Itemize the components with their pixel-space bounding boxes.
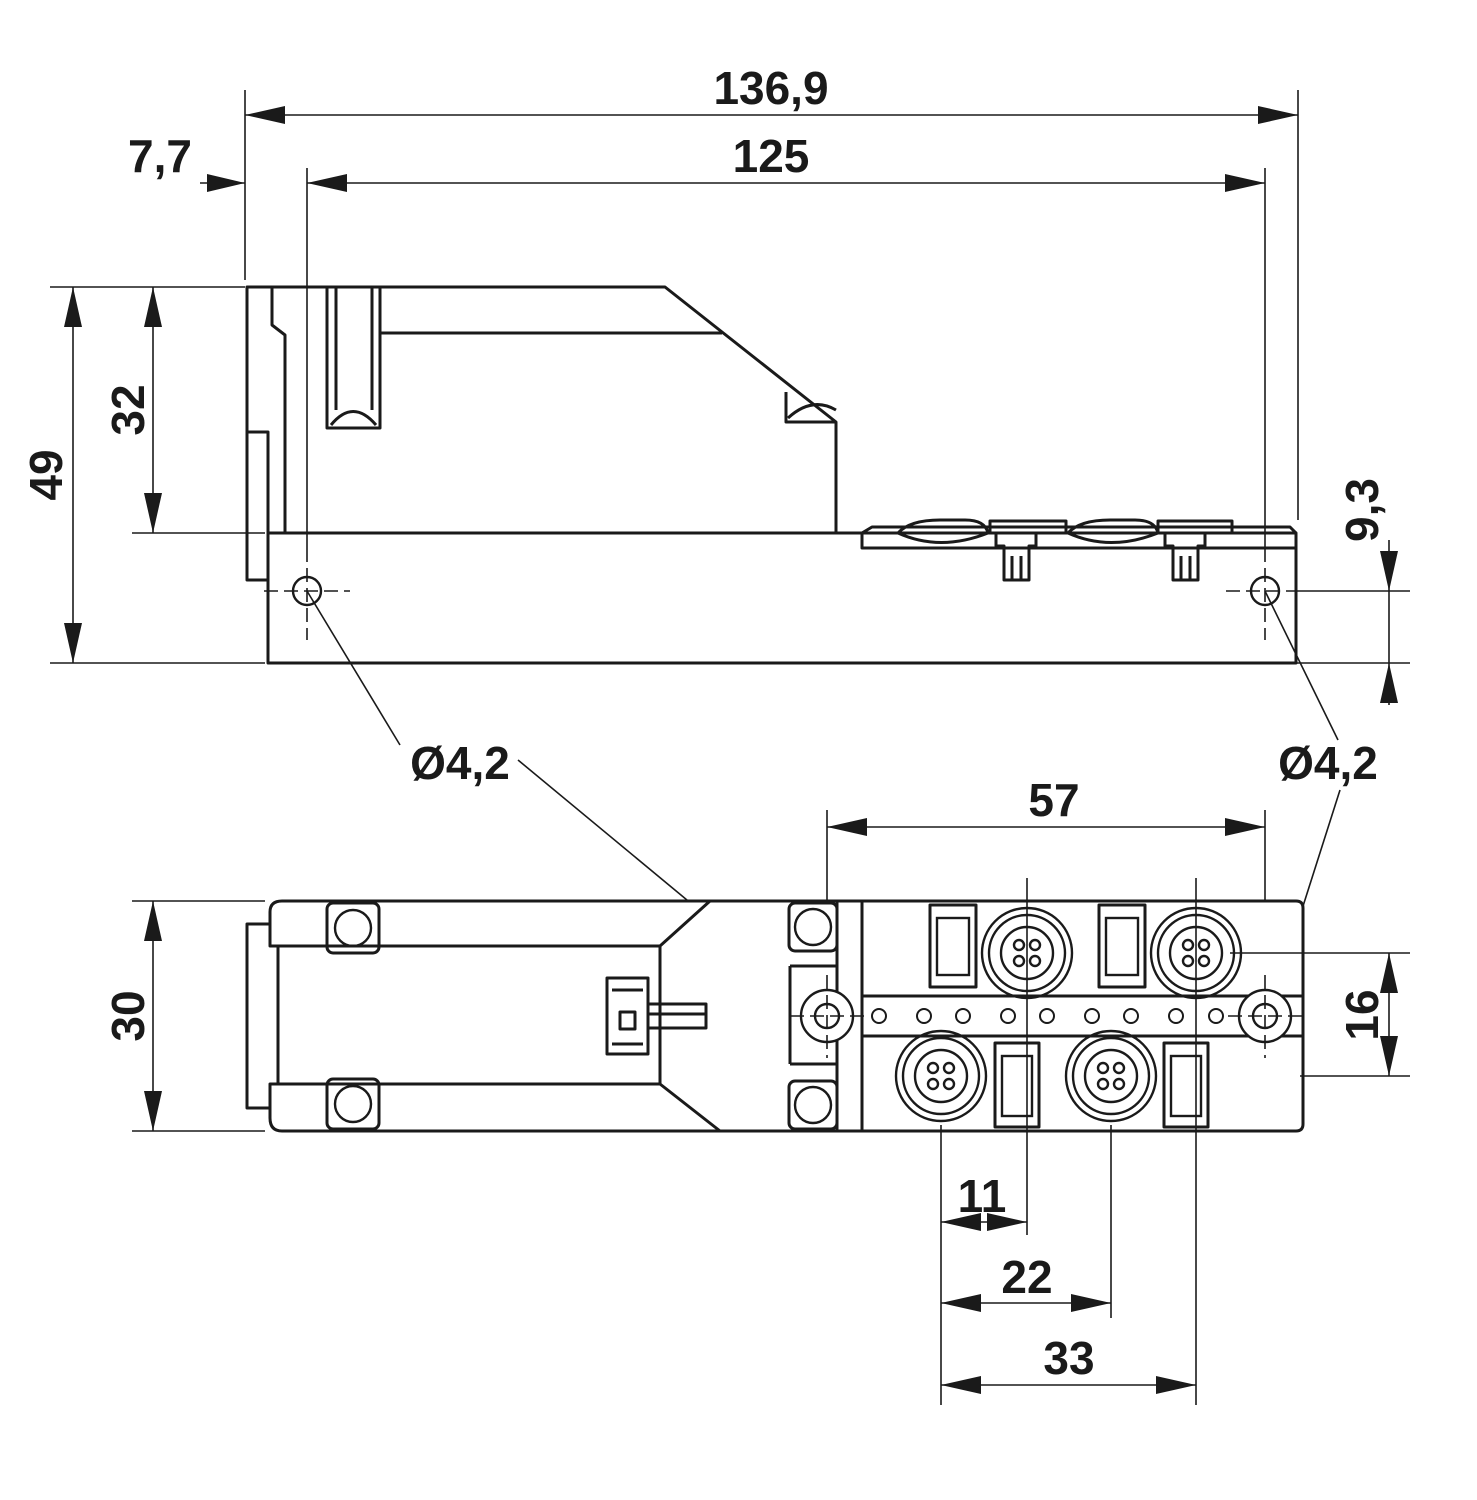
dim-hole-spacing-top: 125 [733,130,810,182]
right-hole-dimension: 9,3 [1296,478,1410,705]
bottom-view [245,899,1305,1133]
leader-left-upper [306,590,401,746]
bottom-width-dimension: 30 [102,900,265,1132]
dim-bottom-width: 30 [102,990,154,1041]
diameter-callouts: Ø4,2 Ø4,2 [306,590,1378,1017]
arrow-16-bottom [1380,1036,1398,1076]
bottom-hole-right-centerline [1228,975,1303,1058]
bottom-hole-left-centerline [790,975,865,1058]
arrow-57-right [1225,818,1265,836]
arrow-22-right [1071,1294,1111,1312]
label-window-upper-2 [1097,903,1147,989]
pitch-dimensions: 11 22 33 [940,878,1197,1405]
side-clip-2 [1163,533,1207,582]
led-row [871,1008,1224,1024]
arrow-7-7 [207,174,245,192]
bottom-left-body [268,899,721,1133]
bottom-latch [605,976,708,1056]
dim-hole-height: 9,3 [1336,478,1388,542]
connector-lower-2 [1064,1029,1158,1123]
dim-connector-row-spacing: 16 [1336,989,1388,1040]
dim-overall-length: 136,9 [713,62,828,114]
top-dimensions: 136,9 125 7,7 [128,62,1299,548]
arrow-33-right [1156,1376,1196,1394]
arrow-33-left [941,1376,981,1394]
dim-total-height: 49 [20,449,72,500]
dim-hole-diameter-left: Ø4,2 [410,737,510,789]
arrow-16-top [1380,953,1398,993]
dim-pitch-22: 22 [1001,1251,1052,1303]
dim-upper-height: 32 [102,384,154,435]
arrow-136-left [245,106,285,124]
side-left-flange [247,285,287,533]
side-base-plate [266,531,1298,665]
mount-spacing-dimension: 57 [826,774,1266,965]
side-connector-strip [860,525,1298,550]
side-step [784,392,837,424]
arrow-30-bottom [144,1091,162,1131]
screw-top-left [325,901,381,955]
dim-pitch-11: 11 [958,1170,1007,1222]
label-window-lower-2 [1162,1041,1210,1129]
side-clip-1 [994,533,1038,582]
side-connector-bumps [896,518,1234,535]
arrow-136-right [1258,106,1298,124]
leader-right-upper [1264,590,1339,741]
arrow-57-left [827,818,867,836]
connector-lower-1 [894,1029,988,1123]
arrow-32-top [144,287,162,327]
dim-left-offset: 7,7 [128,130,192,182]
dim-pitch-33: 33 [1043,1332,1094,1384]
arrow-32-bottom [144,493,162,533]
bottom-center-rail [862,994,1303,1038]
arrow-125-right [1225,174,1265,192]
side-hole-right-centerline [1226,548,1300,640]
left-dimensions: 49 32 [20,286,265,664]
screw-bottom-left [325,1077,381,1131]
arrow-22-left [941,1294,981,1312]
side-connector-bottoms [897,531,1159,544]
arrow-11-left [941,1213,981,1231]
arrow-9-3-bottom [1380,663,1398,703]
arrow-49-bottom [64,623,82,663]
arrow-49-top [64,287,82,327]
label-window-upper-1 [928,903,978,989]
dim-hole-diameter-right: Ø4,2 [1278,737,1378,789]
arrow-11-right [987,1213,1027,1231]
arrow-125-left [307,174,347,192]
side-latch-cap [329,410,378,426]
side-view [245,285,1300,665]
bottom-latch-window [618,1010,637,1031]
label-window-lower-1 [993,1041,1041,1129]
side-latch [325,287,382,430]
connector-row-dimension: 16 [1230,952,1410,1077]
arrow-30-top [144,901,162,941]
dim-mount-spacing: 57 [1028,774,1079,826]
arrow-9-3-top [1380,551,1398,591]
